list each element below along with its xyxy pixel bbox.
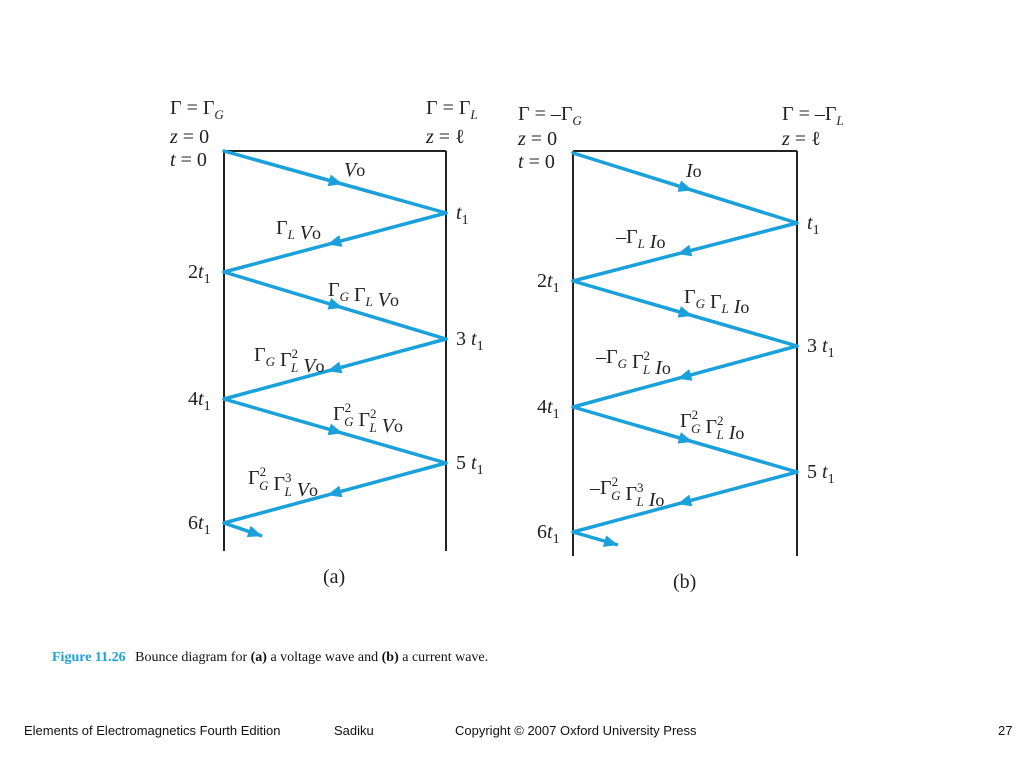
left-t-header: t = 0 — [518, 151, 555, 173]
left-gamma-header: Γ = ΓG — [170, 97, 224, 122]
direction-arrow — [677, 369, 693, 381]
right-gamma-header: Γ = ΓL — [426, 97, 478, 122]
caption-text-1: Bounce diagram for — [135, 650, 251, 665]
subfigure-label: (b) — [673, 571, 696, 593]
left-gamma-header: Γ = –ΓG — [518, 103, 582, 128]
time-label-left: 6t1 — [188, 512, 211, 538]
right-gamma-header: Γ = –ΓL — [782, 103, 844, 128]
direction-arrow — [677, 180, 693, 192]
wave-amplitude-label: ΓL Vo — [276, 217, 321, 244]
figure-number: Figure 11.26 — [52, 650, 126, 665]
figure-caption: Figure 11.26 Bounce diagram for (a) a vo… — [52, 650, 488, 666]
time-label-right: t1 — [456, 202, 469, 228]
time-label-right: 3 t1 — [807, 335, 835, 361]
direction-arrow — [677, 494, 693, 507]
direction-arrow — [327, 174, 343, 187]
left-z-header: z = 0 — [169, 126, 209, 148]
continuation-arrow — [246, 525, 262, 538]
direction-arrow — [327, 423, 343, 436]
footer-book-title: Elements of Electromagnetics Fourth Edit… — [24, 723, 281, 738]
direction-arrow — [327, 485, 343, 498]
wave-amplitude-label: ΓG ΓL Io — [684, 286, 749, 318]
footer-author: Sadiku — [334, 723, 374, 738]
time-label-left: 2t1 — [537, 270, 560, 296]
time-label-left: 6t1 — [537, 521, 560, 547]
left-t-header: t = 0 — [170, 149, 207, 171]
continuation-arrow — [602, 535, 618, 547]
footer-copyright: Copyright © 2007 Oxford University Press — [455, 723, 697, 738]
slide-footer: Elements of Electromagnetics Fourth Edit… — [0, 720, 1024, 744]
diagram-a: Γ = ΓG z = 0t = 0 Γ = ΓL z = ℓ t1 3 t1 5 t1 2t1… — [169, 97, 484, 588]
direction-arrow — [677, 244, 693, 257]
wave-amplitude-label: Io — [685, 160, 702, 182]
wave-amplitude-label: ΓG ΓL Vo — [328, 279, 399, 311]
wave-amplitude-label: –ΓL Io — [615, 226, 665, 253]
time-label-right: 5 t1 — [807, 461, 835, 487]
caption-a: (a) — [250, 650, 267, 665]
time-label-right: t1 — [807, 212, 820, 238]
caption-text-3: a current wave. — [398, 650, 489, 665]
caption-b: (b) — [381, 650, 399, 665]
wave-amplitude-label: Vo — [344, 159, 365, 181]
time-label-right: 3 t1 — [456, 328, 484, 354]
right-z-header: z = ℓ — [425, 126, 465, 148]
direction-arrow — [327, 235, 343, 247]
subfigure-label: (a) — [323, 566, 345, 588]
time-label-left: 2t1 — [188, 261, 211, 287]
direction-arrow — [327, 361, 343, 374]
time-label-right: 5 t1 — [456, 452, 484, 478]
footer-page-number: 27 — [998, 723, 1013, 738]
left-z-header: z = 0 — [517, 128, 557, 150]
direction-arrow — [677, 306, 693, 318]
time-label-left: 4t1 — [537, 396, 560, 422]
caption-text-2: a voltage wave and — [266, 650, 382, 665]
time-label-left: 4t1 — [188, 388, 211, 414]
diagram-b: Γ = –ΓGz = 0t = 0 Γ = –ΓLz = ℓ t1 3 t1 5 t1 2… — [517, 103, 844, 593]
direction-arrow — [677, 432, 693, 444]
direction-arrow — [327, 298, 343, 310]
right-z-header: z = ℓ — [781, 128, 821, 150]
